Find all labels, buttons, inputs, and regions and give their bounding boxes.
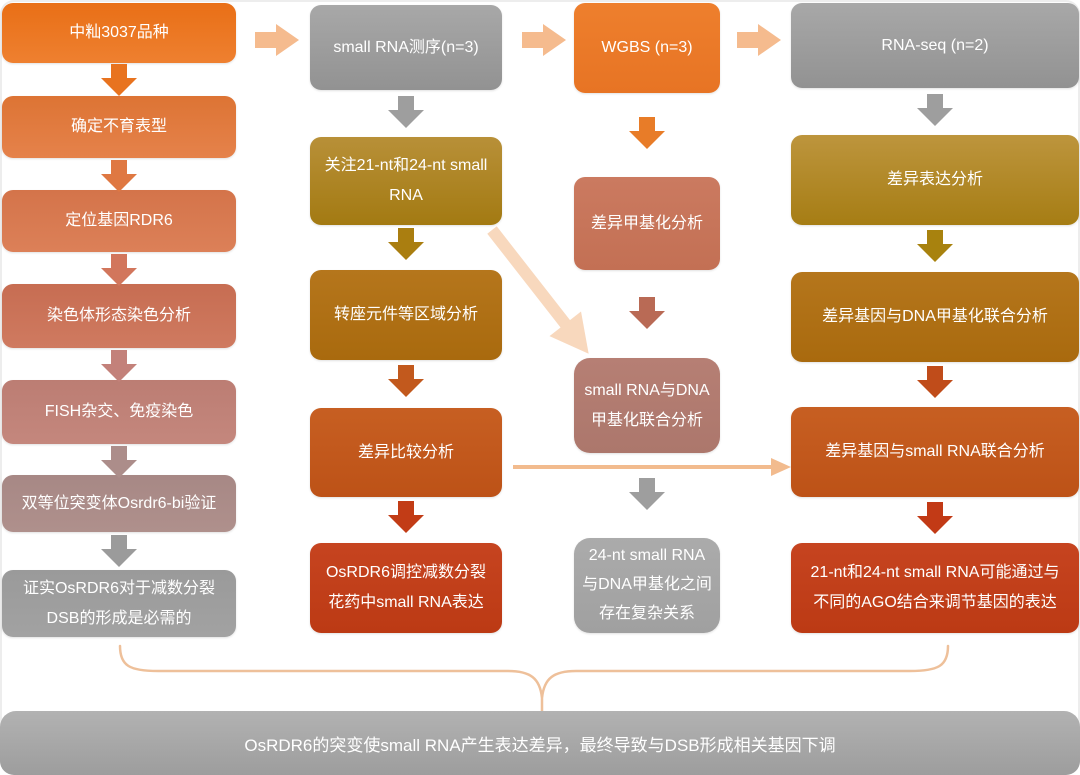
node-wgbs: WGBS (n=3): [574, 3, 720, 93]
down-arrow: [388, 365, 424, 397]
node-differential-comparison: 差异比较分析: [310, 408, 502, 497]
down-arrow: [101, 535, 137, 567]
down-arrow: [917, 502, 953, 534]
node-differential-expression: 差异表达分析: [791, 135, 1079, 225]
node-small-rna-seq: small RNA测序(n=3): [310, 5, 502, 90]
down-arrow: [629, 297, 665, 329]
down-arrow: [629, 478, 665, 510]
conclusion-text: OsRDR6的突变使small RNA产生表达差异，最终导致与DSB形成相关基因…: [244, 735, 836, 755]
down-arrow: [101, 254, 137, 286]
down-arrow: [388, 228, 424, 260]
down-arrow: [388, 501, 424, 533]
node-chromosome-staining: 染色体形态染色分析: [2, 284, 236, 348]
node-differential-methylation: 差异甲基化分析: [574, 177, 720, 270]
down-arrow: [101, 64, 137, 96]
node-complex-relationship: 24-nt small RNA与DNA甲基化之间存在复杂关系: [574, 538, 720, 633]
right-arrow: [737, 24, 781, 56]
node-rna-seq: RNA-seq (n=2): [791, 3, 1079, 88]
down-arrow: [917, 366, 953, 398]
node-focus-21-24nt: 关注21-nt和24-nt small RNA: [310, 137, 502, 225]
down-arrow: [101, 160, 137, 192]
node-variety: 中籼3037品种: [2, 3, 236, 63]
node-deg-smallrna-joint: 差异基因与small RNA联合分析: [791, 407, 1079, 497]
down-arrow: [629, 117, 665, 149]
node-te-region-analysis: 转座元件等区域分析: [310, 270, 502, 360]
node-dsb-conclusion: 证实OsRDR6对于减数分裂DSB的形成是必需的: [2, 570, 236, 637]
node-locate-rdr6: 定位基因RDR6: [2, 190, 236, 252]
brace-connector: [118, 644, 950, 715]
down-arrow: [101, 350, 137, 382]
down-arrow: [917, 94, 953, 126]
right-arrow: [255, 24, 299, 56]
node-ago-regulation: 21-nt和24-nt small RNA可能通过与不同的AGO结合来调节基因的…: [791, 543, 1079, 633]
node-smallrna-dna-methylation: small RNA与DNA甲基化联合分析: [574, 358, 720, 453]
down-arrow: [917, 230, 953, 262]
node-fish-immunostaining: FISH杂交、免疫染色: [2, 380, 236, 444]
node-biallelic-mutant: 双等位突变体Osrdr6-bi验证: [2, 475, 236, 532]
node-deg-dna-methylation-joint: 差异基因与DNA甲基化联合分析: [791, 272, 1079, 362]
conclusion-bar: OsRDR6的突变使small RNA产生表达差异，最终导致与DSB形成相关基因…: [0, 711, 1080, 775]
right-arrow: [522, 24, 566, 56]
node-sterile-phenotype: 确定不育表型: [2, 96, 236, 158]
down-arrow: [388, 96, 424, 128]
horizontal-arrow: [513, 458, 793, 476]
down-arrow: [101, 446, 137, 478]
node-osrdr6-regulates-smallrna: OsRDR6调控减数分裂花药中small RNA表达: [310, 543, 502, 633]
